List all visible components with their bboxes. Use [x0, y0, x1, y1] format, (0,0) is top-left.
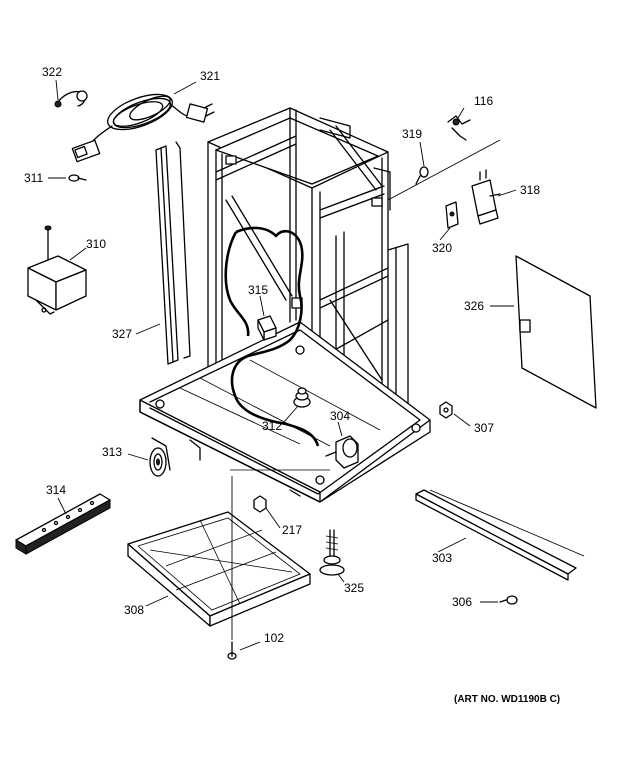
grommet-part-312 — [293, 387, 311, 408]
label-217: 217 — [282, 523, 302, 537]
cabinet-frame — [207, 107, 409, 471]
label-313: 313 — [102, 445, 122, 459]
label-325: 325 — [344, 581, 364, 595]
bracket-part-320 — [445, 201, 459, 229]
label-322: 322 — [42, 65, 62, 79]
label-308: 308 — [124, 603, 144, 617]
valve-part-304 — [325, 435, 359, 469]
junction-box-part-310 — [27, 225, 87, 315]
insulation-panel-part-326 — [515, 255, 597, 409]
label-312: 312 — [262, 419, 282, 433]
toe-kick-part-314 — [15, 493, 111, 555]
label-321: 321 — [200, 69, 220, 83]
label-326: 326 — [464, 299, 484, 313]
label-315: 315 — [248, 283, 268, 297]
cabinet-base — [139, 321, 431, 503]
front-rail-part-303 — [415, 489, 585, 581]
label-306: 306 — [452, 595, 472, 609]
clip-part-116 — [447, 115, 471, 141]
bottom-pan-part-308 — [127, 511, 311, 627]
leveling-leg-part-325 — [319, 529, 345, 576]
wire-clip-part-322 — [54, 90, 88, 108]
connector-part-315 — [257, 315, 277, 341]
screw-part-306 — [499, 595, 518, 605]
caster-wheel-part-313 — [149, 437, 171, 477]
power-cord-part-321 — [71, 93, 215, 163]
label-116: 116 — [474, 94, 493, 108]
label-102: 102 — [264, 631, 284, 645]
label-327: 327 — [112, 327, 132, 341]
wire-harness — [230, 226, 320, 447]
art-number: (ART NO. WD1190B C) — [454, 694, 560, 705]
screw-part-319 — [415, 166, 429, 185]
label-307: 307 — [474, 421, 494, 435]
label-311: 311 — [24, 171, 43, 185]
label-304: 304 — [330, 409, 350, 423]
label-318: 318 — [520, 183, 540, 197]
label-314: 314 — [46, 483, 66, 497]
leader-lines — [48, 79, 517, 651]
part-labels: 322 321 116 319 311 318 310 320 326 315 … — [24, 65, 560, 705]
label-320: 320 — [432, 241, 452, 255]
label-303: 303 — [432, 551, 452, 565]
label-310: 310 — [86, 237, 106, 251]
nut-part-217 — [253, 495, 267, 513]
screw-part-102 — [227, 641, 237, 660]
nut-part-307 — [439, 401, 453, 419]
side-strip-part-327 — [155, 141, 191, 365]
switch-part-318 — [471, 169, 501, 225]
label-319: 319 — [402, 127, 422, 141]
screw-part-311 — [68, 174, 87, 182]
